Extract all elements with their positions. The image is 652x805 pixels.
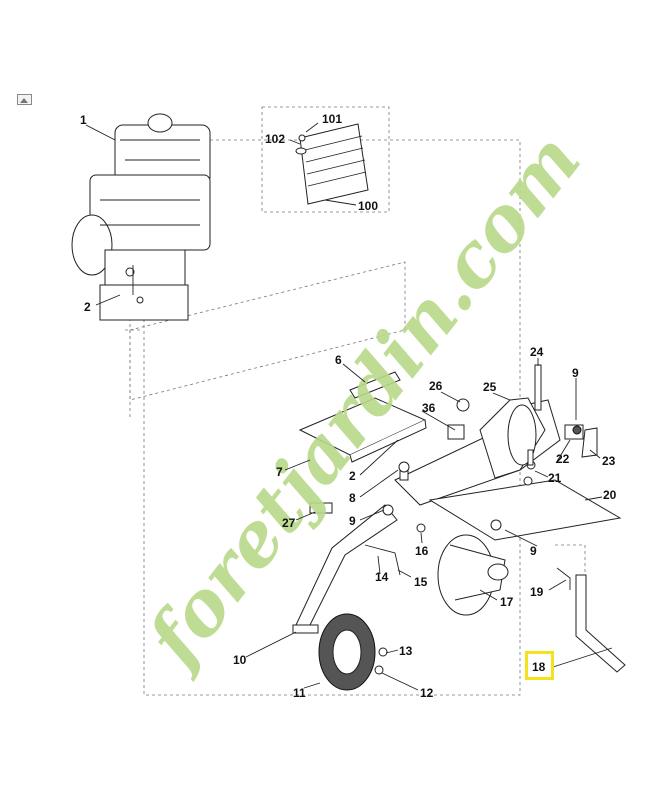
callout-102: 102 (265, 132, 285, 146)
callout-13: 13 (399, 644, 413, 658)
callout-12: 12 (420, 686, 434, 700)
callout-9-mid: 9 (349, 514, 356, 528)
callout-36: 36 (422, 401, 436, 415)
callout-19: 19 (530, 585, 544, 599)
leader-lines (85, 122, 613, 691)
hardware (309, 449, 536, 514)
callout-25: 25 (483, 380, 497, 394)
callout-16: 16 (415, 544, 429, 558)
callout-17: 17 (500, 595, 514, 609)
highlight-box-18 (525, 651, 554, 680)
callout-21: 21 (548, 471, 562, 485)
tine-rotor (437, 534, 509, 616)
callout-101: 101 (322, 112, 342, 126)
engine-part (71, 113, 211, 321)
callout-22: 22 (556, 452, 570, 466)
callout-11: 11 (293, 686, 306, 700)
callout-24: 24 (530, 345, 544, 359)
callout-26: 26 (429, 379, 443, 393)
callout-8: 8 (349, 491, 356, 505)
drag-bar (555, 544, 626, 673)
callout-10: 10 (233, 653, 247, 667)
callout-1: 1 (80, 113, 87, 127)
wheel (318, 613, 388, 691)
callout-9-top: 9 (572, 366, 579, 380)
engine-mount-frame (129, 261, 406, 401)
callout-15: 15 (414, 575, 428, 589)
callout-100: 100 (358, 199, 378, 213)
callout-23: 23 (602, 454, 616, 468)
callout-9-right: 9 (530, 544, 537, 558)
callout-2-lower: 2 (349, 469, 356, 483)
sticker-detail-frame (261, 106, 390, 213)
shield-plate (298, 371, 465, 463)
callout-14: 14 (375, 570, 389, 584)
image-placeholder-icon (17, 94, 32, 105)
callout-27: 27 (282, 516, 296, 530)
sticker-part (295, 123, 369, 205)
callouts: 1 2 101 102 100 6 26 25 24 9 36 7 2 8 22… (80, 112, 617, 700)
callout-18: 18 (532, 660, 546, 674)
wheel-arm (292, 504, 426, 634)
callout-7: 7 (276, 465, 283, 479)
tiller-frame (394, 364, 622, 541)
callout-2: 2 (84, 300, 91, 314)
callout-6: 6 (335, 353, 342, 367)
callout-20: 20 (603, 488, 617, 502)
